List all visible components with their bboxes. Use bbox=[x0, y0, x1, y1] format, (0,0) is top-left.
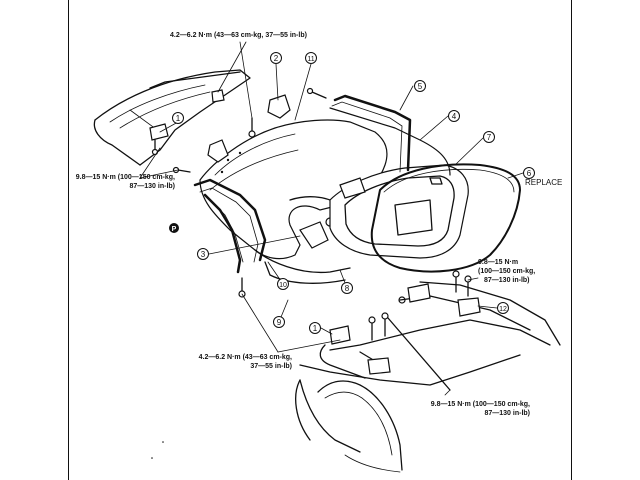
latch-parts bbox=[149, 89, 366, 249]
svg-text:9: 9 bbox=[277, 318, 282, 327]
rear-body bbox=[295, 379, 403, 473]
callout-9: 9 bbox=[273, 316, 285, 328]
spec-left-line-2: 87—130 in-lb) bbox=[129, 183, 175, 190]
svg-text:5: 5 bbox=[418, 82, 423, 91]
svg-text:4: 4 bbox=[452, 112, 457, 121]
spec-right-line-1: 9.8—15 N·m bbox=[478, 259, 519, 266]
spec-left-bolt: 9.8—15 N·m (100—150 cm-kg, 87—130 in-lb) bbox=[75, 173, 175, 191]
front-body bbox=[93, 69, 251, 166]
weatherstrip-6 bbox=[370, 163, 521, 273]
callout-10: 10 bbox=[277, 278, 289, 290]
spec-bottom-line-2: 87—130 in-lb) bbox=[484, 410, 530, 417]
svg-text:11: 11 bbox=[307, 56, 314, 63]
svg-text:1: 1 bbox=[313, 324, 318, 333]
spec-right-line-2: (100—150 cm-kg, bbox=[478, 268, 536, 275]
callout-6: 6 bbox=[523, 167, 535, 179]
callout-7: 7 bbox=[483, 131, 495, 143]
callout-1-top: 1 bbox=[172, 112, 184, 124]
svg-text:1: 1 bbox=[176, 114, 181, 123]
leader-lines bbox=[139, 41, 524, 396]
spec-lower-line-1: 4.2—6.2 N·m (43—63 cm-kg, bbox=[198, 354, 292, 361]
callout-12: 12 bbox=[497, 302, 509, 314]
svg-text:8: 8 bbox=[345, 284, 350, 293]
spec-lower-bolt: 4.2—6.2 N·m (43—63 cm-kg, 37—55 in-lb) bbox=[190, 353, 292, 371]
callouts: 1 2 11 5 4 7 6 3 10 8 9 12 1 P bbox=[169, 52, 535, 334]
svg-text:P: P bbox=[172, 226, 177, 233]
replace-label: REPLACE bbox=[525, 178, 563, 187]
spec-top-bolt: 4.2—6.2 N·m (43—63 cm-kg, 37—55 in-lb) bbox=[170, 32, 307, 39]
svg-text:3: 3 bbox=[201, 250, 206, 259]
callout-3: 3 bbox=[197, 248, 209, 260]
spec-bottom-bolt: 9.8—15 N·m (100—150 cm-kg, 87—130 in-lb) bbox=[428, 400, 530, 418]
p-marker: P bbox=[169, 223, 179, 233]
svg-text:6: 6 bbox=[527, 169, 532, 178]
spec-right-bolt: 9.8—15 N·m (100—150 cm-kg, 87—130 in-lb) bbox=[478, 258, 535, 285]
callout-5: 5 bbox=[414, 80, 426, 92]
svg-text:7: 7 bbox=[487, 133, 492, 142]
svg-text:12: 12 bbox=[499, 306, 507, 313]
svg-text:10: 10 bbox=[279, 282, 287, 289]
callout-2: 2 bbox=[270, 52, 282, 64]
spec-lower-line-2: 37—55 in-lb) bbox=[250, 363, 292, 370]
spec-bottom-line-1: 9.8—15 N·m (100—150 cm-kg, bbox=[430, 401, 530, 408]
spec-left-line-1: 9.8—15 N·m (100—150 cm-kg, bbox=[75, 174, 175, 181]
rear-window bbox=[329, 164, 469, 259]
spec-right-line-3: 87—130 in-lb) bbox=[484, 277, 530, 284]
svg-text:2: 2 bbox=[274, 54, 279, 63]
callout-1-bottom: 1 bbox=[309, 322, 321, 334]
rear-deck bbox=[299, 281, 561, 386]
callout-4: 4 bbox=[448, 110, 460, 122]
callout-8: 8 bbox=[341, 282, 353, 294]
callout-11: 11 bbox=[305, 52, 317, 64]
